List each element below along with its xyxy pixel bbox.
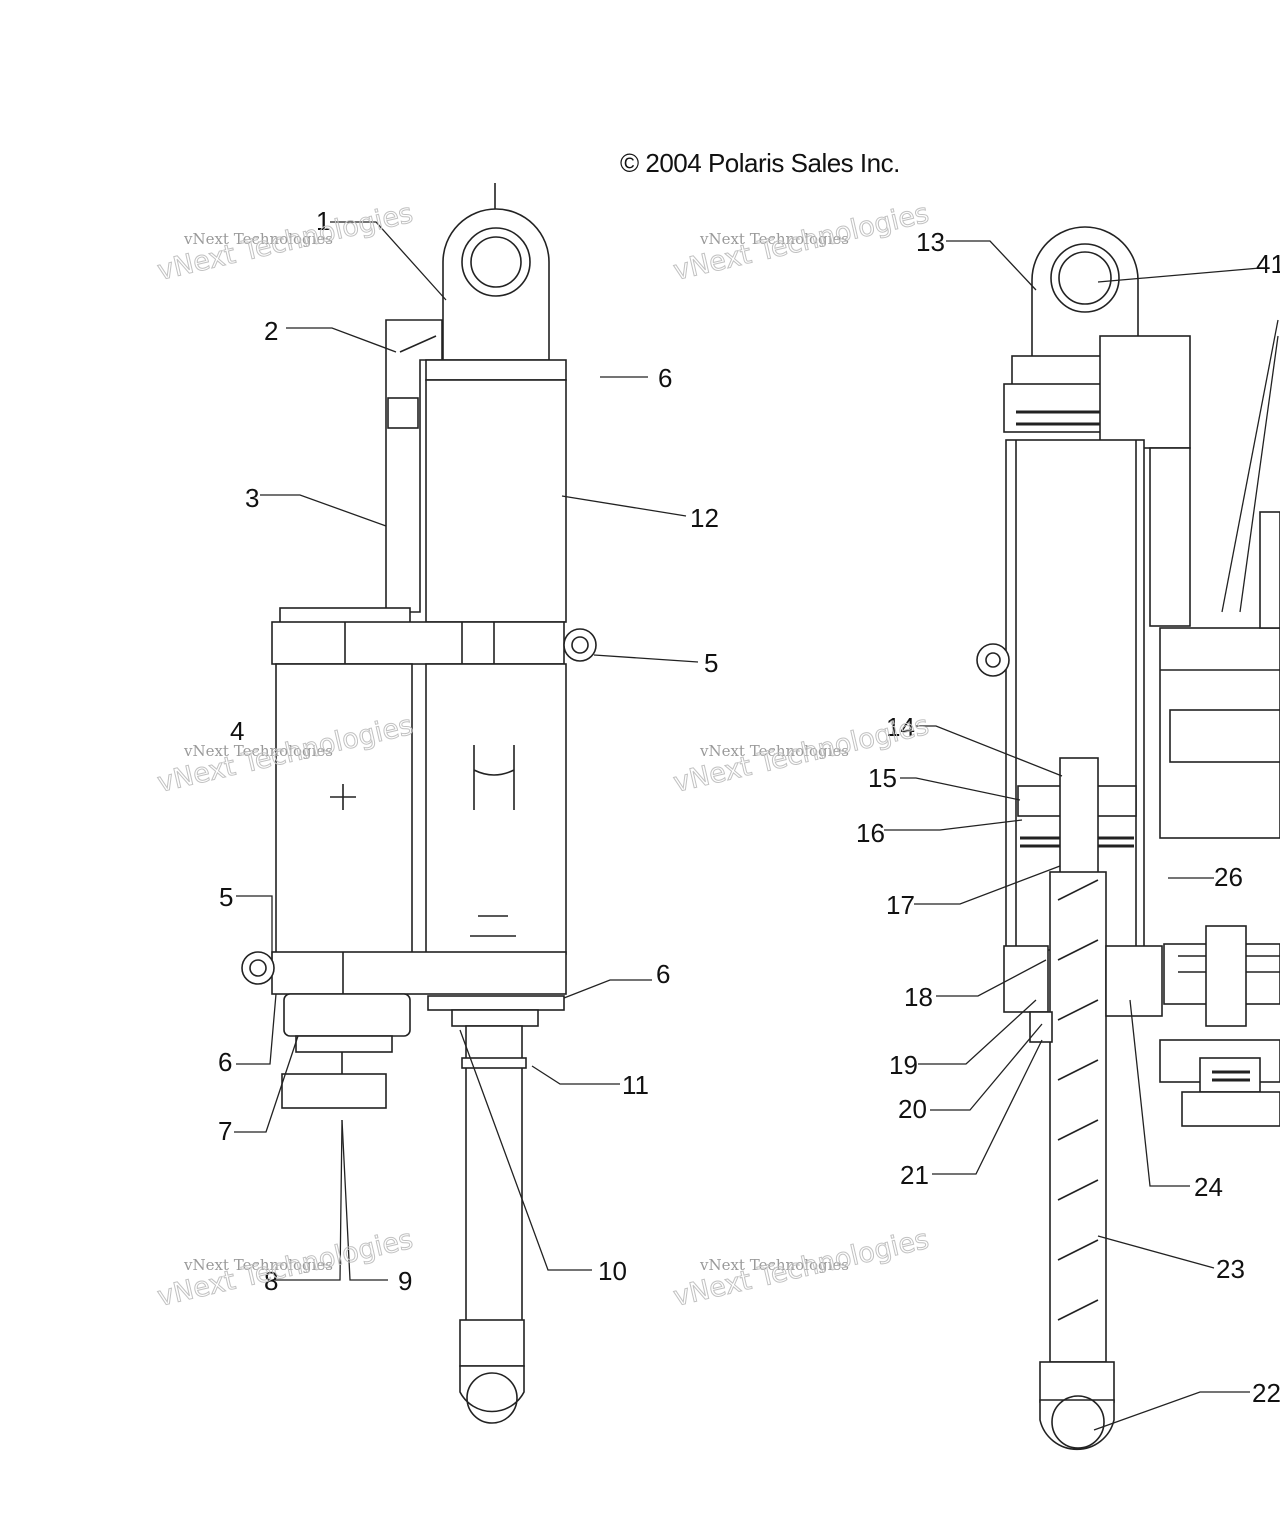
watermark: vNext Technologies vNext Technologies xyxy=(154,1223,416,1313)
leader-lines xyxy=(234,221,1279,1431)
callout-5-lower: 5 xyxy=(219,882,233,912)
callout-17: 17 xyxy=(886,890,915,920)
callout-labels: 1 2 3 4 5 5 6 6 6 7 8 9 10 11 12 13 14 1… xyxy=(218,206,1280,1408)
callout-6-top: 6 xyxy=(658,363,672,393)
callout-2: 2 xyxy=(264,316,278,346)
svg-text:vNext Technologies: vNext Technologies xyxy=(699,230,849,248)
watermark: vNext Technologies vNext Technologies xyxy=(670,197,932,287)
callout-18: 18 xyxy=(904,982,933,1012)
copyright-notice: © 2004 Polaris Sales Inc. xyxy=(620,148,900,178)
callout-41: 41 xyxy=(1256,249,1280,279)
callout-15: 15 xyxy=(868,763,897,793)
callout-4: 4 xyxy=(230,716,244,746)
callout-21: 21 xyxy=(900,1160,929,1190)
callout-6-right: 6 xyxy=(656,959,670,989)
left-shock-exterior xyxy=(241,183,597,1424)
callout-10: 10 xyxy=(598,1256,627,1286)
callout-22: 22 xyxy=(1252,1378,1280,1408)
callout-5-band: 5 xyxy=(704,648,718,678)
callout-1: 1 xyxy=(316,206,330,236)
right-shock-cutaway xyxy=(976,226,1280,1451)
callout-6-left: 6 xyxy=(218,1047,232,1077)
callout-7: 7 xyxy=(218,1116,232,1146)
callout-26: 26 xyxy=(1214,862,1243,892)
callout-24: 24 xyxy=(1194,1172,1223,1202)
watermark: vNext Technologies vNext Technologies xyxy=(670,1223,932,1313)
svg-text:vNext Technologies: vNext Technologies xyxy=(183,230,333,248)
callout-16: 16 xyxy=(856,818,885,848)
callout-3: 3 xyxy=(245,483,259,513)
callout-19: 19 xyxy=(889,1050,918,1080)
svg-text:vNext Technologies: vNext Technologies xyxy=(699,1256,849,1274)
callout-14: 14 xyxy=(886,712,915,742)
callout-12: 12 xyxy=(690,503,719,533)
svg-text:vNext Technologies: vNext Technologies xyxy=(699,742,849,760)
callout-13: 13 xyxy=(916,227,945,257)
callout-23: 23 xyxy=(1216,1254,1245,1284)
watermark: vNext Technologies vNext Technologies xyxy=(154,197,416,287)
callout-8: 8 xyxy=(264,1266,278,1296)
callout-20: 20 xyxy=(898,1094,927,1124)
callout-11: 11 xyxy=(622,1070,649,1100)
callout-9: 9 xyxy=(398,1266,412,1296)
svg-text:vNext Technologies: vNext Technologies xyxy=(183,1256,333,1274)
svg-text:vNext Technologies: vNext Technologies xyxy=(183,742,333,760)
